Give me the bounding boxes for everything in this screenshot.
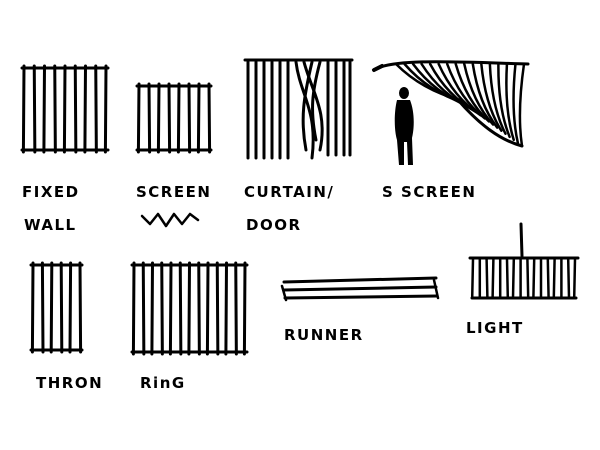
screen-slat xyxy=(196,82,201,154)
sscreen-hem xyxy=(456,98,524,148)
light-slat xyxy=(491,257,495,300)
thron-slat xyxy=(78,261,83,354)
runner-rail xyxy=(283,294,439,300)
s-screen-glyph xyxy=(372,60,530,148)
ring-slat xyxy=(168,261,173,356)
screen-zigzag-underline xyxy=(140,212,200,228)
runner-rail xyxy=(282,285,438,292)
ring-slat xyxy=(160,261,164,356)
runner-rail xyxy=(282,276,438,284)
curtain-swept-slat xyxy=(294,60,315,160)
sscreen-slat xyxy=(463,62,495,126)
fixed-wall-slat xyxy=(83,64,87,154)
sscreen-slat xyxy=(497,62,511,139)
ring-slat xyxy=(224,261,228,356)
ring-label: RinG xyxy=(140,374,186,392)
screen-slat xyxy=(136,82,141,154)
ring-slat xyxy=(197,261,201,356)
fixed-wall-glyph xyxy=(20,64,110,154)
standing-figure-icon xyxy=(394,87,414,165)
curtain-swept-slat xyxy=(302,60,324,152)
sscreen-slat xyxy=(488,62,507,135)
ring-slat xyxy=(234,261,238,356)
curtain-swept-slat xyxy=(311,60,322,142)
screen-slat xyxy=(207,82,212,154)
ring-slat xyxy=(242,261,247,356)
sscreen-slat xyxy=(480,62,503,132)
runner-glyph xyxy=(280,276,440,302)
curtain-swept-slat xyxy=(301,60,314,152)
light-slat xyxy=(566,257,571,300)
fixed-wall-slat xyxy=(94,64,98,154)
thron-glyph xyxy=(29,261,84,354)
thron-slat xyxy=(40,261,45,354)
sscreen-slat xyxy=(445,62,487,120)
ring-slat xyxy=(178,261,183,356)
thron-label: THRON xyxy=(36,374,103,392)
fixed-wall-slat xyxy=(103,64,108,154)
sscreen-slat xyxy=(471,62,499,129)
light-cable xyxy=(519,222,524,258)
light-slat xyxy=(572,257,577,300)
ring-slat xyxy=(141,261,146,356)
runner-label: RUNNER xyxy=(284,326,364,344)
thron-slat xyxy=(49,261,54,354)
thron-slat xyxy=(59,261,64,354)
screen-slat xyxy=(167,82,172,154)
light-slat xyxy=(532,257,536,300)
sscreen-slat xyxy=(512,62,520,145)
runner-end xyxy=(432,278,440,300)
ring-glyph xyxy=(130,261,249,356)
fixed-wall-slat xyxy=(32,64,37,154)
sscreen-slat xyxy=(505,62,515,142)
light-slat xyxy=(546,257,550,300)
curtain-door-glyph xyxy=(243,58,354,160)
light-slat xyxy=(511,257,516,300)
light-slat xyxy=(552,257,556,300)
fixed-wall-slat xyxy=(53,64,57,154)
light-slat xyxy=(526,257,530,300)
ring-slat xyxy=(215,261,220,356)
light-label: LIGHT xyxy=(466,319,524,337)
ring-slat xyxy=(150,261,154,356)
fixed-wall-slat xyxy=(42,64,46,154)
sscreen-hook xyxy=(372,64,384,72)
screen-slat xyxy=(156,82,161,154)
ring-slat xyxy=(131,261,136,356)
light-slat xyxy=(485,257,489,300)
fixed-wall-label-line-2: WALL xyxy=(24,216,77,234)
curtain-door-label-line-1: CURTAIN/ xyxy=(244,183,334,201)
thron-slat xyxy=(30,261,35,354)
curtain-door-label-line-2: DOOR xyxy=(246,216,302,234)
screen-slat xyxy=(147,82,152,154)
ring-slat xyxy=(205,261,210,356)
fixed-wall-slat xyxy=(21,64,26,154)
screen-glyph xyxy=(135,82,213,154)
ring-slat xyxy=(187,261,191,356)
screen-label: SCREEN xyxy=(136,183,211,201)
screen-slat xyxy=(187,82,192,154)
fixed-wall-slat xyxy=(73,64,78,154)
runner-end xyxy=(280,284,288,302)
s-screen-label: S SCREEN xyxy=(382,183,476,201)
light-slat xyxy=(470,257,475,300)
sscreen-slat xyxy=(518,62,526,148)
screen-slat xyxy=(176,82,181,154)
light-slat xyxy=(505,257,510,300)
sscreen-slat xyxy=(454,62,491,123)
fixed-wall-label-line-1: FIXED xyxy=(22,183,80,201)
light-glyph xyxy=(468,222,580,300)
thron-slat xyxy=(68,261,73,354)
fixed-wall-slat xyxy=(62,64,67,154)
